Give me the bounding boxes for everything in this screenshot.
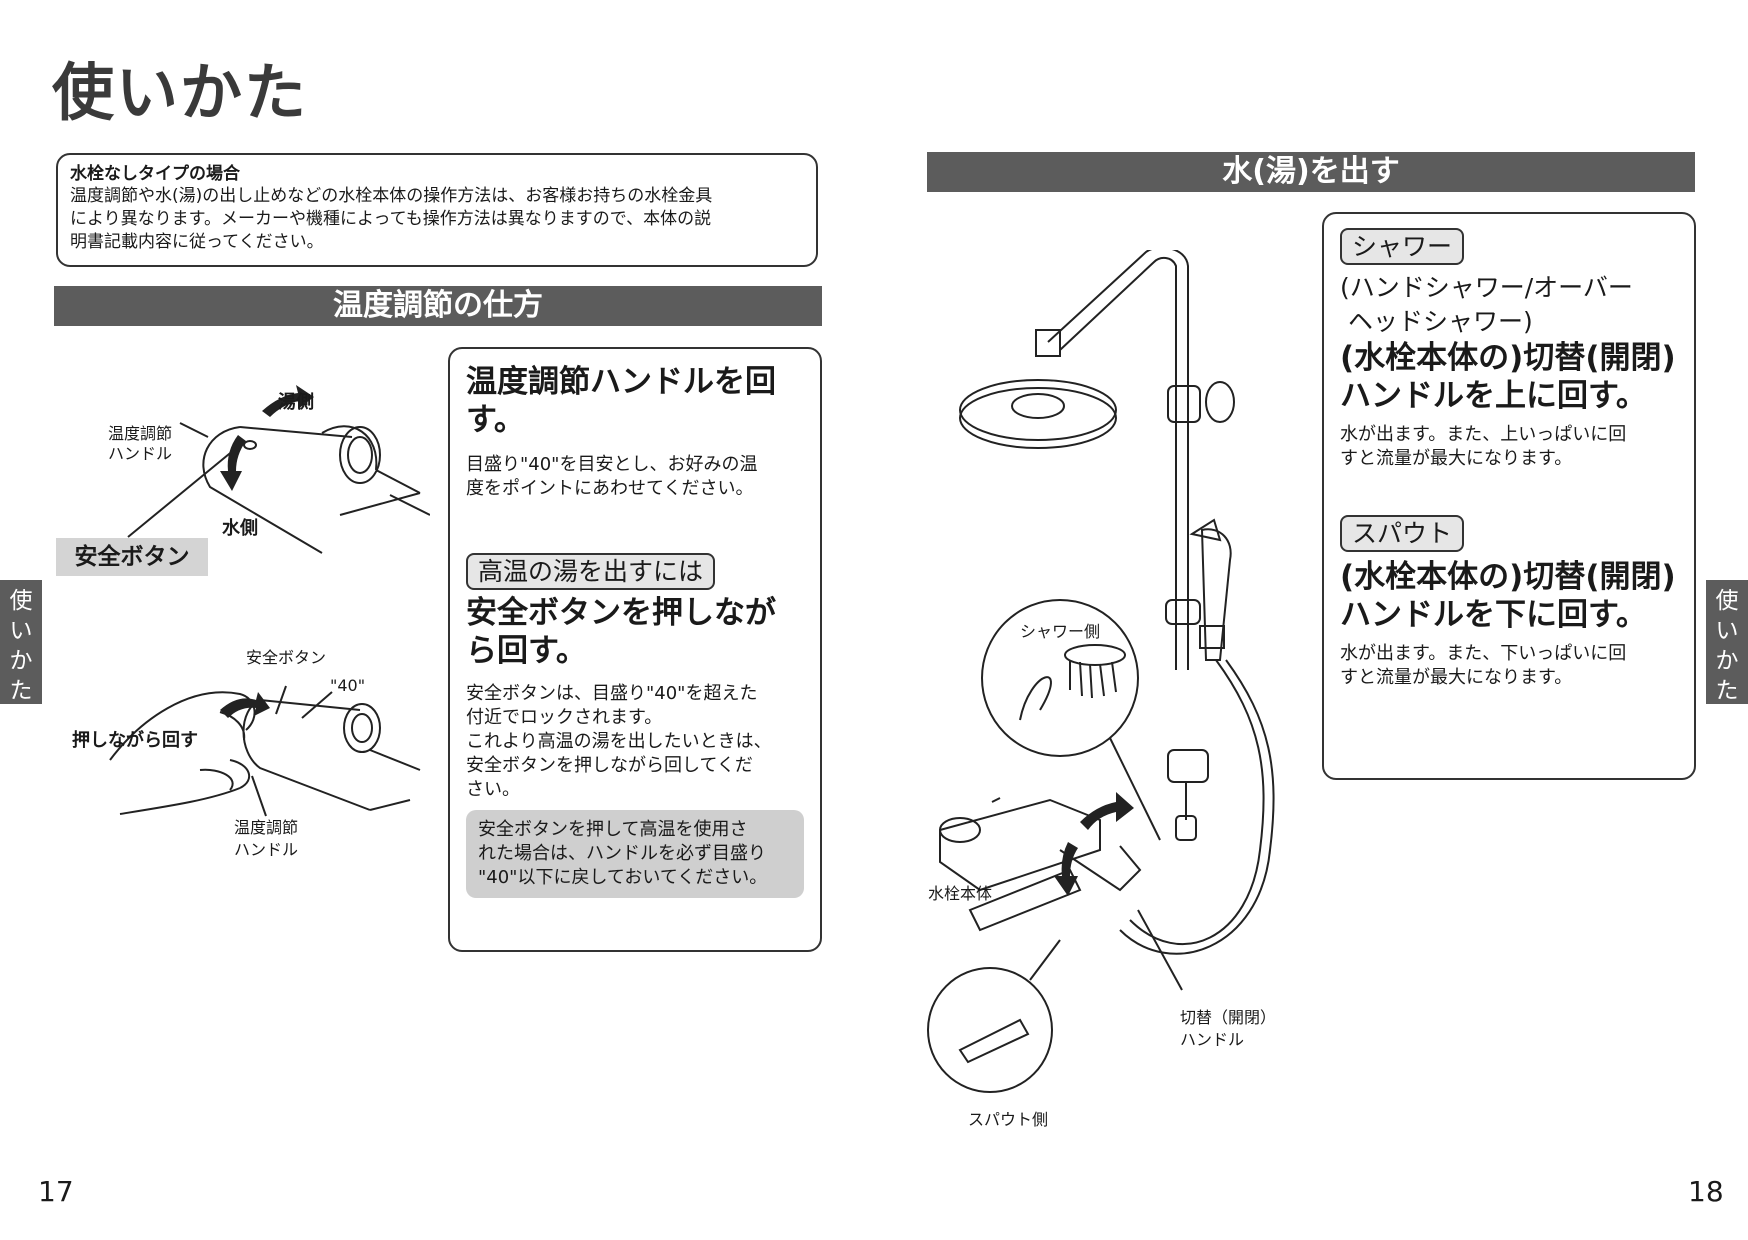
push-rotate-body-1: 安全ボタンは、目盛り"40"を超えた	[466, 683, 758, 704]
switch-handle-label-2: ハンドル	[1180, 1030, 1245, 1049]
push-rotate-body-5: さい。	[466, 779, 520, 800]
faucet-body-label: 水栓本体	[928, 884, 993, 903]
temperature-section-header: 温度調節の仕方	[54, 286, 822, 326]
rotate-handle-body-2: 度をポイントにあわせてください。	[466, 478, 754, 499]
push-rotate-illustration	[109, 685, 421, 817]
push-rotate-heading-1: 安全ボタンを押しなが	[466, 595, 776, 631]
high-temp-pill: 高温の湯を出すには	[466, 553, 716, 590]
side-tab-char: 使	[9, 588, 33, 614]
side-tab-char: た	[9, 678, 33, 704]
spout-side-label: スパウト側	[968, 1110, 1049, 1129]
temp-handle-label-4: ハンドル	[234, 840, 299, 859]
spout-body-2: すと流量が最大になります。	[1340, 667, 1573, 688]
mark-40-label: "40"	[330, 676, 366, 695]
notice-line-1: 温度調節や水(湯)の出し止めなどの水栓本体の操作方法は、お客様お持ちの水栓金具	[70, 186, 713, 206]
temperature-instructions-box: 温度調節ハンドルを回 す。 目盛り"40"を目安とし、お好みの温 度をポイントに…	[448, 347, 822, 952]
temp-handle-label-3: 温度調節	[234, 818, 299, 837]
push-rotate-body-3: これより高温の湯を出したいときは、	[466, 731, 772, 752]
shower-heading-1: (水栓本体の)切替(開閉)	[1340, 340, 1676, 376]
page-number-right: 18	[1688, 1175, 1724, 1208]
note-line-2: れた場合は、ハンドルを必ず目盛り	[478, 843, 766, 864]
temperature-handle-illustration	[127, 385, 430, 554]
side-tab-char: た	[1715, 678, 1739, 704]
shower-heading-2: ハンドルを上に回す。	[1340, 378, 1647, 414]
shower-pill: シャワー	[1340, 228, 1465, 265]
spout-body-1: 水が出ます。また、下いっぱいに回	[1340, 643, 1627, 664]
push-rotate-body-2: 付近でロックされます。	[466, 707, 663, 728]
spout-heading-2: ハンドルを下に回す。	[1340, 597, 1647, 633]
temp-handle-label-1: 温度調節	[108, 424, 173, 443]
shower-system-illustration	[927, 250, 1275, 1093]
rotate-handle-body-1: 目盛り"40"を目安とし、お好みの温	[466, 454, 758, 475]
spout-pill: スパウト	[1340, 515, 1465, 552]
side-tab-char: い	[1715, 618, 1739, 644]
cold-side-label: 水側	[222, 518, 258, 539]
page-number-left: 17	[38, 1175, 74, 1208]
side-tab-right: 使 い か た	[1706, 580, 1748, 704]
water-section-header: 水(湯)を出す	[927, 152, 1695, 192]
notice-line-2: により異なります。メーカーや機種によっても操作方法は異なりますので、本体の説	[70, 209, 712, 229]
temp-handle-label-2: ハンドル	[108, 444, 173, 463]
shower-body-2: すと流量が最大になります。	[1340, 448, 1573, 469]
water-instructions-box: シャワー (ハンドシャワー/オーバー ヘッドシャワー) (水栓本体の)切替(開閉…	[1322, 212, 1696, 780]
shower-body-1: 水が出ます。また、上いっぱいに回	[1340, 424, 1627, 445]
notice-title: 水栓なしタイプの場合	[70, 164, 240, 184]
push-rotate-body-4: 安全ボタンを押しながら回してくだ	[466, 755, 753, 776]
push-rotate-label: 押しながら回す	[72, 730, 198, 751]
shower-side-label: シャワー側	[1020, 622, 1101, 641]
side-tab-char: 使	[1715, 588, 1739, 614]
page-title: 使いかた	[52, 56, 309, 129]
note-line-1: 安全ボタンを押して高温を使用さ	[478, 819, 748, 840]
hot-side-label: 湯側	[278, 392, 314, 413]
note-line-3: "40"以下に戻しておいてください。	[478, 867, 768, 888]
shower-sub-1: (ハンドシャワー/オーバー	[1340, 273, 1633, 302]
push-rotate-heading-2: ら回す。	[466, 633, 587, 669]
rotate-handle-heading-1: 温度調節ハンドルを回	[466, 364, 776, 400]
high-temp-note: 安全ボタンを押して高温を使用さ れた場合は、ハンドルを必ず目盛り "40"以下に…	[466, 810, 804, 898]
side-tab-char: い	[9, 618, 33, 644]
notice-line-3: 明書記載内容に従ってください。	[70, 232, 324, 252]
safety-button-badge: 安全ボタン	[56, 538, 208, 576]
switch-handle-label-1: 切替（開閉）	[1180, 1008, 1277, 1027]
spout-heading-1: (水栓本体の)切替(開閉)	[1340, 559, 1676, 595]
rotate-handle-heading-2: す。	[466, 402, 525, 438]
side-tab-left: 使 い か た	[0, 580, 42, 704]
side-tab-char: か	[9, 648, 33, 674]
safety-button-label-2: 安全ボタン	[246, 648, 327, 667]
shower-sub-2: ヘッドシャワー)	[1340, 307, 1533, 336]
side-tab-char: か	[1715, 648, 1739, 674]
notice-box: 水栓なしタイプの場合 温度調節や水(湯)の出し止めなどの水栓本体の操作方法は、お…	[56, 153, 818, 267]
